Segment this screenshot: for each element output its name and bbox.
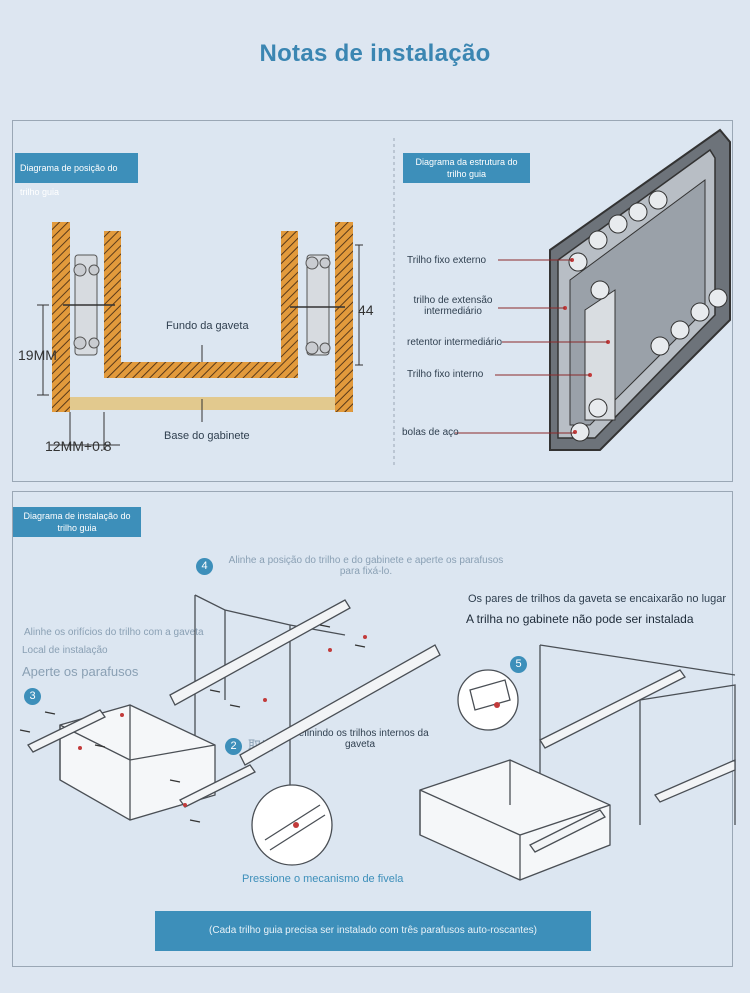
step-2-number: 2 xyxy=(225,738,242,755)
installation-diagram-tag: Diagrama de instalação do trilho guia xyxy=(13,507,141,537)
label-steel-balls: bolas de aço xyxy=(402,427,459,438)
position-diagram-tag: Diagrama de posição do trilho guia xyxy=(15,153,138,197)
screw-note-banner: (Cada trilho guia precisa ser instalado … xyxy=(155,911,591,951)
left-rail-section xyxy=(63,254,115,356)
cabinet-base-label: Base do gabinete xyxy=(164,430,250,442)
step-4-number: 4 xyxy=(196,558,213,575)
installation-drawing xyxy=(19,594,736,881)
step-3-align-text: Alinhe os orifícios do trilho com a gave… xyxy=(24,627,204,638)
step-4-text: Alinhe a posição do trilho e do gabinete… xyxy=(228,555,504,577)
step-5-pair-text: Os pares de trilhos da gaveta se encaixa… xyxy=(468,593,727,605)
drawer-bottom-label: Fundo da gaveta xyxy=(166,320,249,332)
panel-divider xyxy=(393,138,395,468)
right-rail-section xyxy=(290,254,345,356)
dim-19mm: 19MM xyxy=(18,347,57,363)
label-intermediate-rail: trilho de extensão intermediário xyxy=(413,295,493,317)
structure-diagram-tag: Diagrama da estrutura do trilho guia xyxy=(403,153,530,183)
buckle-instruction: Pressione o mecanismo de fivela xyxy=(242,873,404,885)
rail-structure-drawing xyxy=(549,128,731,451)
step-2-text: Definindo os trilhos internos da gaveta xyxy=(291,728,429,750)
structure-leader-lines xyxy=(455,259,608,434)
page-title: Notas de instalação xyxy=(259,40,491,67)
dim-44: 44 xyxy=(358,302,374,318)
label-intermediate-retainer: retentor intermediário xyxy=(407,337,503,348)
step-3-location-text: Local de instalação xyxy=(22,645,108,656)
label-inner-fixed-rail: Trilho fixo interno xyxy=(407,369,484,380)
step-3-tighten-text: Aperte os parafusos xyxy=(22,664,139,679)
label-outer-fixed-rail: Trilho fixo externo xyxy=(407,255,487,266)
dim-12mm: 12MM+0.8 xyxy=(45,438,112,454)
steel-balls xyxy=(568,190,728,442)
step-5-number: 5 xyxy=(510,656,527,673)
step-3-number: 3 xyxy=(24,688,41,705)
step-5-cabinet-text: A trilha no gabinete não pode ser instal… xyxy=(466,612,694,626)
rail-position-drawing xyxy=(37,222,363,450)
